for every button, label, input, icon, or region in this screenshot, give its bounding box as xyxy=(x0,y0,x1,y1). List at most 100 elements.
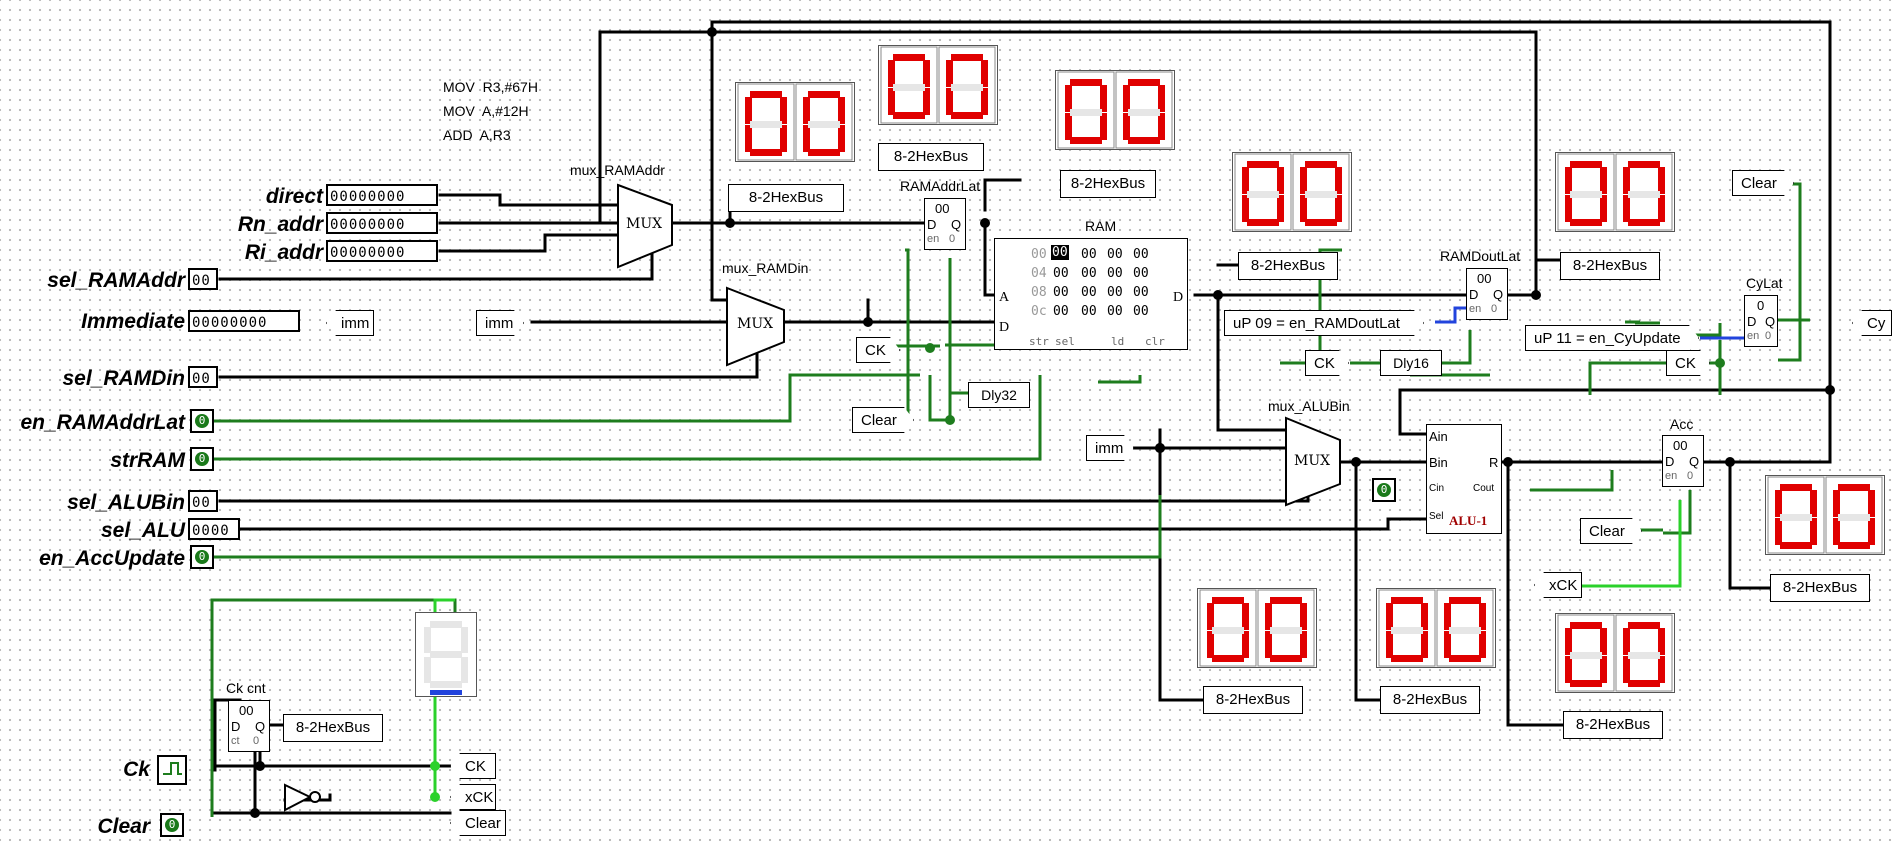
mux-ramdin-name: mux_RAMDin xyxy=(722,260,809,276)
hexbus-6: 8-2HexBus xyxy=(1770,574,1870,602)
code-comment-line-3: ADD A,R3 xyxy=(443,127,511,143)
tunnel-xck-acc: xCK xyxy=(1534,572,1582,598)
ram-cell-1-2: 00 xyxy=(1107,266,1123,281)
hexbus-4: 8-2HexBus xyxy=(1238,252,1338,280)
label-strram: strRAM xyxy=(110,449,185,472)
ram-row-1-addr: 04 xyxy=(1031,266,1047,281)
ram-cell-0-0: 00 xyxy=(1051,245,1069,260)
seven-segment-display-9 xyxy=(1555,613,1675,693)
ram-row-0-addr: 00 xyxy=(1031,247,1047,262)
alu-block: Ain Bin Cin Sel R Cout ALU-1 xyxy=(1426,424,1502,534)
tunnel-up11: uP 11 = en_CyUpdate xyxy=(1525,325,1699,351)
mux-ramdin-shape xyxy=(726,286,785,367)
sel-ramaddr-input-pin[interactable]: 00 xyxy=(188,268,218,290)
seven-segment-display-1 xyxy=(735,82,855,162)
hexbus-9: 8-2HexBus xyxy=(1563,711,1663,739)
ram-cell-1-0: 00 xyxy=(1053,266,1069,281)
mux-ramaddr-shape xyxy=(617,183,673,269)
ram-row-3-addr: 0c xyxy=(1031,304,1047,319)
tunnel-clear-3: Clear xyxy=(1580,518,1642,544)
ram-ld-pin: ld xyxy=(1111,335,1125,348)
ram-cell-3-3: 00 xyxy=(1133,304,1149,319)
label-clear: Clear xyxy=(97,815,150,838)
tunnel-xck-out: xCK xyxy=(450,784,496,810)
tunnel-imm-alubin: imm xyxy=(1086,435,1134,461)
ram-cell-3-0: 00 xyxy=(1053,304,1069,319)
en-accupdate-input-pin[interactable]: 0 xyxy=(190,545,214,569)
seven-segment-display-6 xyxy=(1765,475,1885,555)
tunnel-ck-3: CK xyxy=(1666,350,1710,376)
ram-a-pin: A xyxy=(999,290,1010,305)
tunnel-ck-out: CK xyxy=(450,753,496,779)
ri-addr-input-pin[interactable]: 00000000 xyxy=(326,240,438,262)
ram-cell-2-0: 00 xyxy=(1053,285,1069,300)
single-digit-display xyxy=(415,612,477,697)
label-sel-alubin: sel_ALUBin xyxy=(67,491,185,514)
alu-cin-const-pin: 0 xyxy=(1372,478,1396,502)
tunnel-imm-out: imm xyxy=(326,310,374,336)
tunnel-ck-2: CK xyxy=(1305,350,1349,376)
hexbus-2: 8-2HexBus xyxy=(728,184,844,212)
label-ck: Ck xyxy=(123,758,150,781)
seven-segment-display-3 xyxy=(1055,70,1175,150)
tunnel-clear-1: Clear xyxy=(852,407,914,433)
ram-name: RAM xyxy=(1085,218,1117,234)
cylat-register: 0 D Q en 0 xyxy=(1744,295,1778,347)
ck-clock-input-pin[interactable] xyxy=(158,756,186,784)
tunnel-clear-2: Clear xyxy=(1732,170,1794,196)
label-en-ramaddrlat: en_RAMAddrLat xyxy=(20,411,185,434)
rn-addr-input-pin[interactable]: 00000000 xyxy=(326,212,438,234)
sel-alubin-input-pin[interactable]: 00 xyxy=(188,490,218,512)
seven-segment-display-2 xyxy=(878,45,998,125)
ram-cell-2-1: 00 xyxy=(1081,285,1097,300)
code-comment-line-1: MOV R3,#67H xyxy=(443,79,538,95)
ram-d-out-pin: D xyxy=(1173,290,1184,305)
mux-alubin-shape xyxy=(1285,416,1341,507)
ram-cell-3-1: 00 xyxy=(1081,304,1097,319)
mux-alubin-text: MUX xyxy=(1294,453,1331,469)
direct-input-pin[interactable]: 00000000 xyxy=(326,184,438,206)
seven-segment-display-4 xyxy=(1232,152,1352,232)
hexbus-10: 8-2HexBus xyxy=(283,714,383,742)
inverter-shape xyxy=(284,783,313,812)
seven-segment-display-8 xyxy=(1376,588,1496,668)
hexbus-1: 8-2HexBus xyxy=(878,143,984,171)
seven-segment-display-5 xyxy=(1555,152,1675,232)
acc-name: Acc xyxy=(1670,416,1694,432)
label-rn-addr: Rn_addr xyxy=(237,213,323,236)
ram-cell-3-2: 00 xyxy=(1107,304,1123,319)
label-ri-addr: Ri_addr xyxy=(244,241,323,264)
ram-cell-1-3: 00 xyxy=(1133,266,1149,281)
cylat-name: CyLat xyxy=(1746,275,1783,291)
acc-register: 00 D Q en 0 xyxy=(1662,435,1704,487)
clear-input-pin[interactable]: 0 xyxy=(160,813,184,837)
strram-input-pin[interactable]: 0 xyxy=(190,447,214,471)
label-sel-ramdin: sel_RAMDin xyxy=(62,367,185,390)
en-ramaddrlat-input-pin[interactable]: 0 xyxy=(190,409,214,433)
label-sel-alu: sel_ALU xyxy=(100,519,185,542)
ram-cell-0-3: 00 xyxy=(1133,247,1149,262)
sel-ramdin-input-pin[interactable]: 00 xyxy=(188,366,218,388)
code-comment-line-2: MOV A,#12H xyxy=(443,103,529,119)
sel-alu-input-pin[interactable]: 0000 xyxy=(188,518,240,540)
tunnel-ck-1: CK xyxy=(856,337,900,363)
tunnel-imm-in: imm xyxy=(476,310,524,336)
hexbus-5: 8-2HexBus xyxy=(1560,252,1660,280)
ram-d-in-pin: D xyxy=(999,320,1010,335)
ram-block: 00 00 00 00 00 04 00 00 00 00 08 00 00 0… xyxy=(994,238,1188,350)
ram-cell-1-1: 00 xyxy=(1081,266,1097,281)
ram-sel-pin: sel xyxy=(1055,335,1075,348)
ram-cell-2-2: 00 xyxy=(1107,285,1123,300)
hexbus-3: 8-2HexBus xyxy=(1060,170,1156,198)
ram-cell-0-1: 00 xyxy=(1081,247,1097,262)
label-en-accupdate: en_AccUpdate xyxy=(39,547,185,570)
ckcnt-name: Ck cnt xyxy=(226,680,266,696)
ram-cell-0-2: 00 xyxy=(1107,247,1123,262)
ram-str-pin: str xyxy=(1029,335,1049,348)
ramdoutlat-name: RAMDoutLat xyxy=(1440,248,1521,264)
dly16-block: Dly16 xyxy=(1380,350,1442,376)
tunnel-up09: uP 09 = en_RAMDoutLat xyxy=(1224,310,1424,336)
dly32-block: Dly32 xyxy=(968,382,1030,408)
immediate-input-pin[interactable]: 00000000 xyxy=(188,310,300,332)
